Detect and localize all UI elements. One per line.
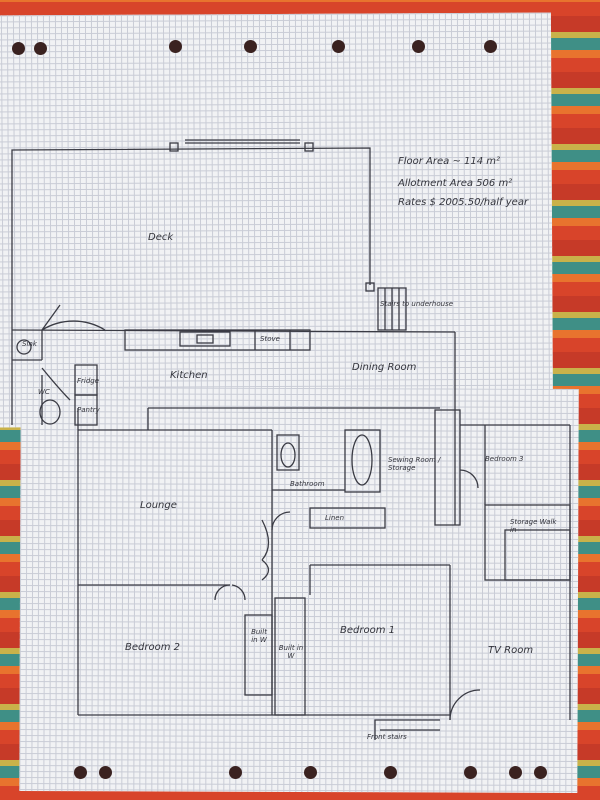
punch-hole (99, 766, 112, 779)
room-lounge: Lounge (140, 500, 177, 511)
punch-hole (244, 40, 257, 53)
room-storage-walkin: Storage Walk in (510, 518, 557, 534)
punch-hole (332, 40, 345, 53)
punch-hole (412, 40, 425, 53)
room-kitchen: Kitchen (170, 370, 208, 381)
label-stove: Stove (260, 335, 280, 343)
note-rates: Rates $ 2005.50/half year (398, 197, 529, 208)
room-bedroom3: Bedroom 3 (485, 455, 524, 463)
room-dining: Dining Room (352, 362, 417, 373)
punch-hole (229, 766, 242, 779)
label-builtin-wardrobe-2: Built in W (278, 644, 304, 660)
label-linen: Linen (325, 514, 345, 522)
label-front-stairs: Front stairs (367, 733, 407, 741)
note-allotment-area: Allotment Area 506 m² (398, 178, 513, 189)
punch-hole (534, 766, 547, 779)
punch-hole (34, 42, 47, 55)
punch-hole (12, 42, 25, 55)
room-deck: Deck (148, 232, 174, 243)
room-tv: TV Room (488, 645, 534, 656)
label-wc: WC (38, 388, 50, 396)
punch-hole (169, 40, 182, 53)
room-bathroom: Bathroom (290, 480, 325, 488)
label-pantry: Pantry (77, 406, 100, 414)
room-bedroom1: Bedroom 1 (340, 625, 395, 636)
punch-hole (384, 766, 397, 779)
label-fridge: Fridge (77, 377, 100, 385)
label-sink: Sink (22, 340, 37, 348)
room-sewing: Sewing Room / Storage (388, 456, 441, 472)
punch-hole (74, 766, 87, 779)
note-floor-area: Floor Area ~ 114 m² (398, 156, 501, 167)
punch-hole (509, 766, 522, 779)
punch-hole (304, 766, 317, 779)
room-bedroom2: Bedroom 2 (125, 642, 180, 653)
label-stairs-underhouse: Stairs to underhouse (380, 300, 454, 308)
punch-hole (484, 40, 497, 53)
label-builtin-wardrobe-1: Built in W (251, 628, 267, 644)
punch-hole (464, 766, 477, 779)
